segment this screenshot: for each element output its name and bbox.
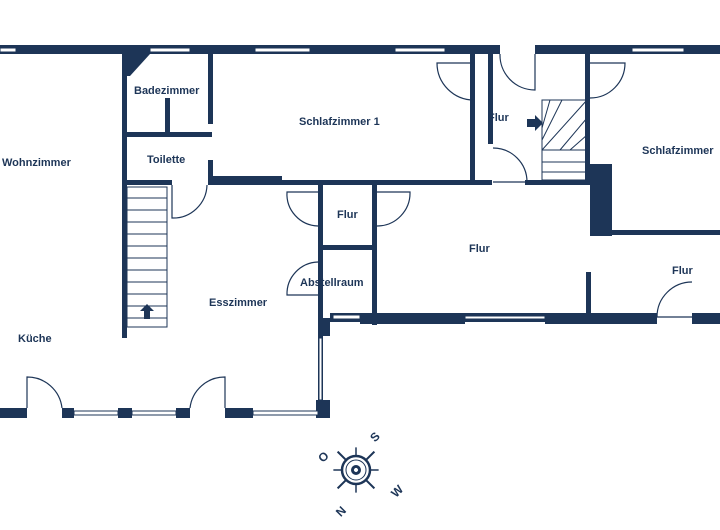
schlafzimmer1-walls	[212, 54, 492, 185]
compass-north: N	[333, 503, 349, 519]
flur-top-door-right[interactable]	[589, 62, 626, 99]
toilette-door[interactable]	[171, 184, 208, 219]
kueche-door[interactable]	[26, 376, 63, 409]
room-label-schlafzimmer: Schlafzimmer	[642, 145, 714, 157]
schlafzimmer-right-walls	[590, 164, 720, 236]
room-label-esszimmer: Esszimmer	[209, 297, 268, 309]
room-label-abstellraum: Abstellraum	[300, 277, 364, 289]
flur-top-door-upper[interactable]	[499, 53, 536, 91]
esszimmer-right-wall	[316, 336, 330, 418]
bath-block-walls	[122, 54, 213, 338]
compass-west: W	[388, 482, 406, 500]
esszimmer-door[interactable]	[189, 376, 226, 409]
staircase-main	[126, 186, 168, 328]
bottom-wall	[0, 408, 319, 418]
stair-arrow-icon	[527, 115, 543, 131]
top-wall	[0, 44, 720, 55]
flur-small-door-right[interactable]	[376, 191, 411, 227]
flur-small-door-left[interactable]	[286, 191, 319, 227]
staircase-upper	[541, 99, 588, 181]
room-label-schlafzimmer1: Schlafzimmer 1	[299, 116, 380, 128]
room-label-flur-center: Flur	[469, 243, 490, 255]
room-label-flur-small: Flur	[337, 209, 358, 221]
flur-top-door-bottom[interactable]	[492, 147, 528, 183]
flur-right-door[interactable]	[656, 281, 693, 318]
room-label-toilette: Toilette	[147, 154, 185, 166]
compass-east: O	[315, 449, 332, 466]
small-flur-walls	[318, 185, 377, 336]
room-label-flur-right: Flur	[672, 265, 693, 277]
lower-flur-walls	[330, 272, 720, 324]
compass-rose-icon	[333, 447, 379, 493]
stair-arrow-icon	[140, 304, 154, 319]
corner-wall	[122, 45, 150, 76]
compass-south: S	[367, 429, 383, 445]
abstellraum-door[interactable]	[286, 261, 319, 296]
room-label-kueche: Küche	[18, 333, 52, 345]
flur-top-door-left[interactable]	[436, 62, 475, 101]
room-label-wohnzimmer: Wohnzimmer	[2, 157, 72, 169]
room-label-flur-top: Flur	[488, 112, 509, 124]
room-label-badezimmer: Badezimmer	[134, 85, 200, 97]
